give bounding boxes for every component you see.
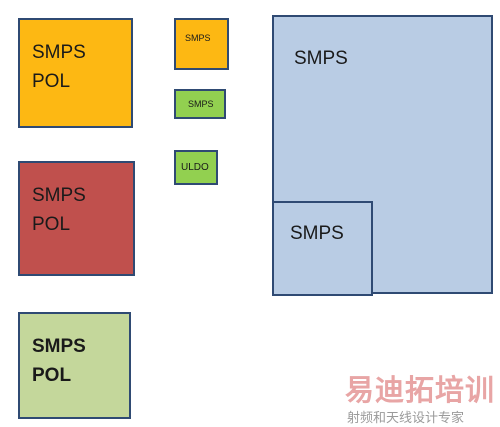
smps-large-block: SMPS SMPS — [272, 15, 493, 296]
block-label: SMPS — [188, 99, 214, 109]
smps-pol-red-block: SMPS POL — [18, 161, 135, 276]
block-label: SMPS — [290, 223, 344, 244]
smps-pol-green-block: SMPS POL — [18, 312, 131, 419]
smps-small-orange-block: SMPS — [174, 18, 229, 70]
uldo-block: ULDO — [174, 150, 218, 185]
smps-pol-orange-block: SMPS POL — [18, 18, 133, 128]
smps-inner-block: SMPS — [272, 201, 373, 296]
block-label: SMPS POL — [32, 185, 86, 235]
block-label: ULDO — [181, 162, 209, 173]
block-label: SMPS POL — [32, 42, 86, 92]
watermark-subtitle: 射频和天线设计专家 — [347, 411, 465, 426]
smps-small-green-block: SMPS — [174, 89, 226, 119]
watermark: 易迪拓培训 射频和天线设计专家 — [345, 367, 496, 426]
block-label: SMPS POL — [32, 336, 86, 386]
block-label: SMPS — [294, 48, 348, 69]
watermark-title: 易迪拓培训 — [345, 373, 496, 407]
block-label: SMPS — [185, 33, 211, 43]
